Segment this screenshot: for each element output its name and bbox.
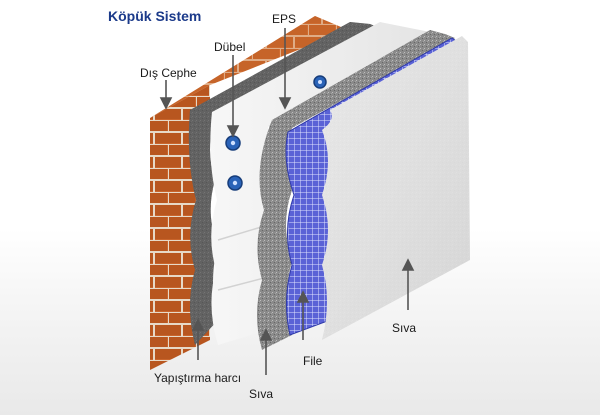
label-file: File: [303, 354, 323, 368]
label-eps: EPS: [272, 12, 297, 26]
base-plaster-layer: [257, 30, 455, 350]
label-dubel: Dübel: [214, 40, 246, 54]
label-yapistirma: Yapıştırma harcı: [154, 371, 242, 385]
label-dis-cephe: Dış Cephe: [140, 66, 197, 80]
leader-lines: [159, 28, 415, 375]
diagram-title: Köpük Sistem: [108, 8, 202, 24]
label-siva-finish: Sıva: [392, 321, 417, 335]
label-siva-base: Sıva: [249, 387, 274, 401]
